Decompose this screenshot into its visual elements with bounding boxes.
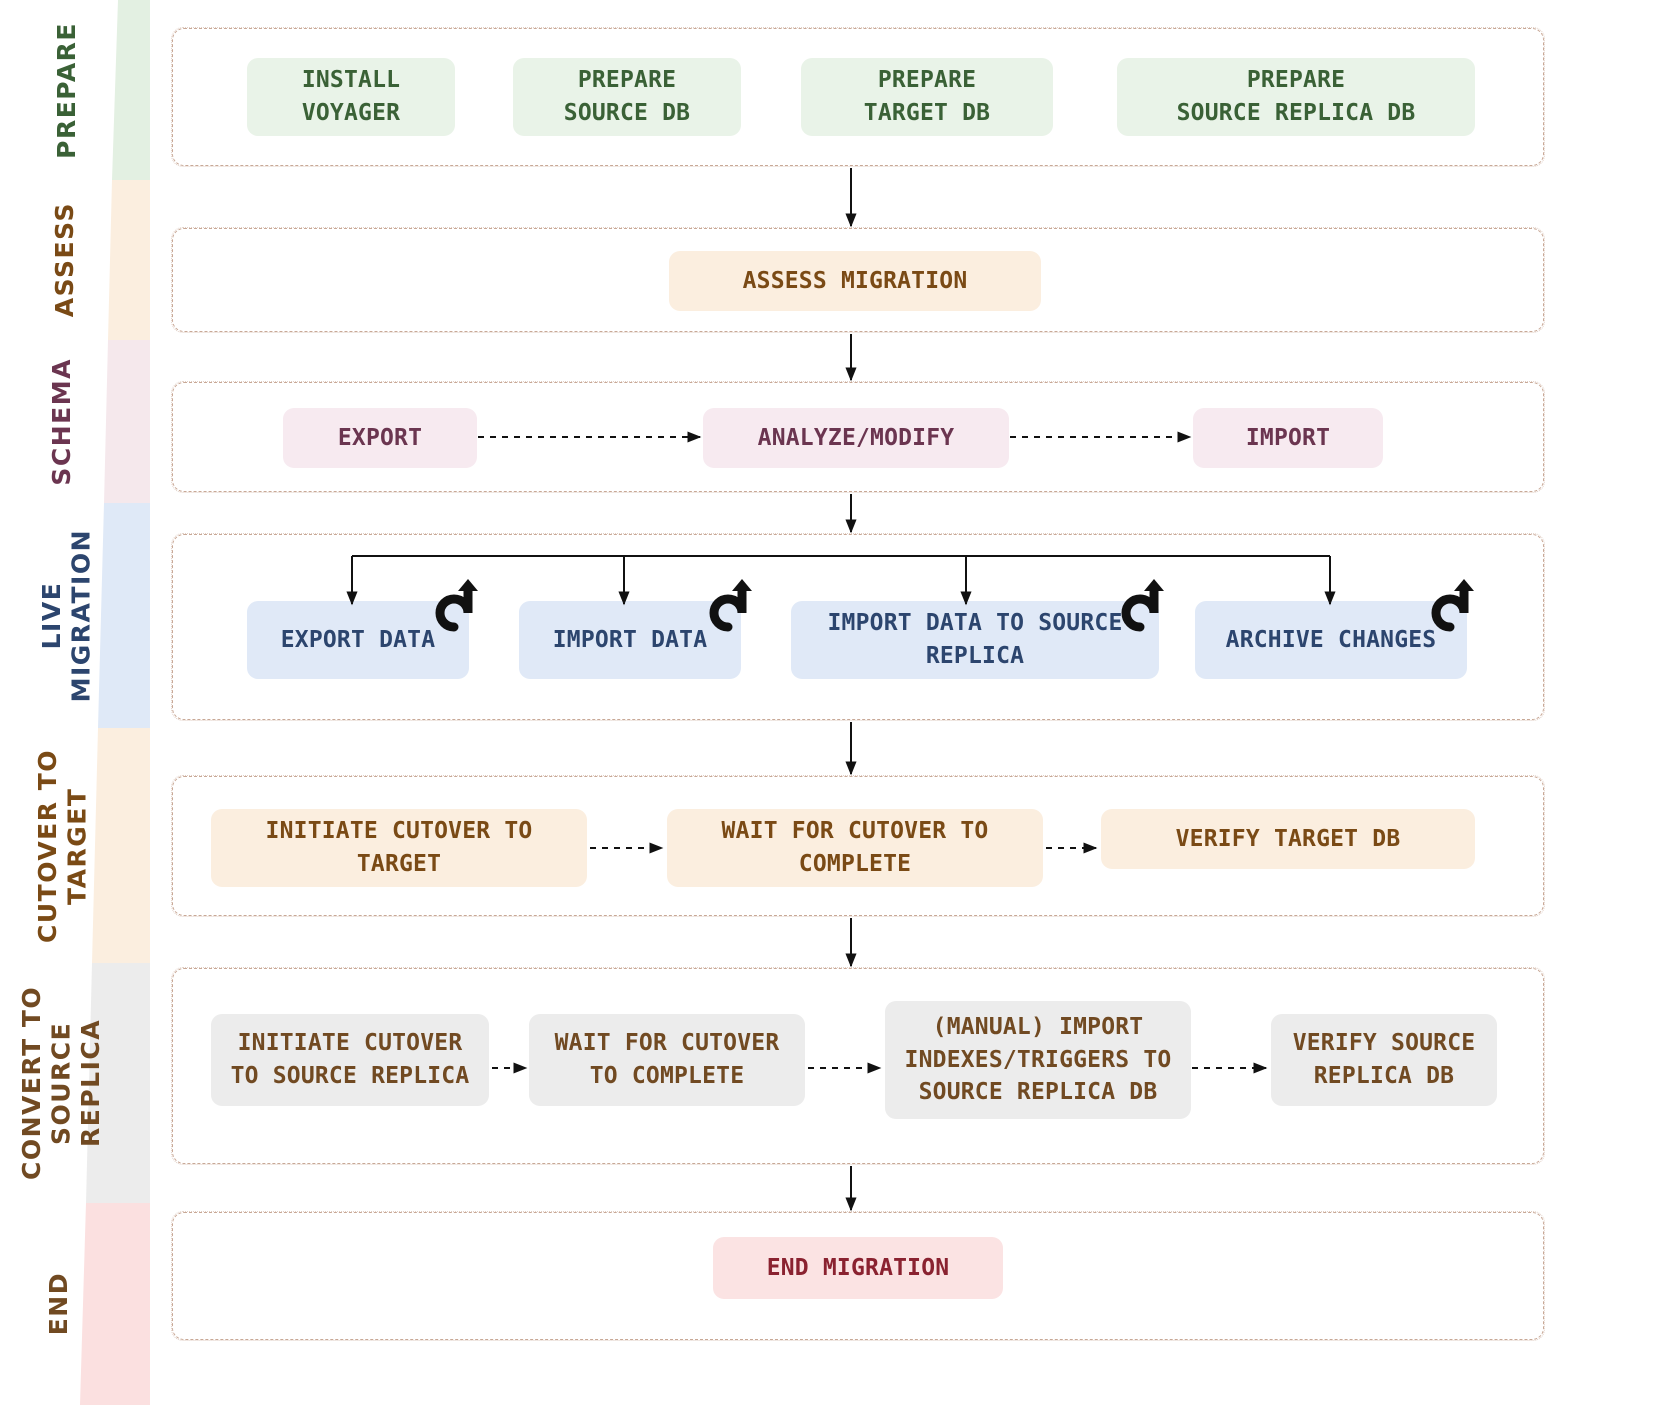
stage-band-cutover-to-target: CUTOVER TO TARGET [0,728,150,963]
node-initiate-cutover-to-source-replica[interactable]: INITIATE CUTOVER TO SOURCE REPLICA [211,1014,489,1106]
stage-band-shape [112,0,150,180]
stage-label-cutover-to-target: CUTOVER TO TARGET [32,748,92,943]
stage-label-convert-to-source-replica: CONVERT TO SOURCE REPLICA [16,985,105,1181]
stage-label-schema: SCHEMA [47,357,77,486]
stage-row-assess: ASSESS MIGRATION [171,227,1545,333]
node-archive-changes[interactable]: ARCHIVE CHANGES [1195,601,1467,679]
node-schema-export[interactable]: EXPORT [283,408,477,468]
node-initiate-cutover-to-target[interactable]: INITIATE CUTOVER TO TARGET [211,809,587,887]
stage-row-end: END MIGRATION [171,1211,1545,1341]
node-prepare-source-db[interactable]: PREPARE SOURCE DB [513,58,741,136]
stage-band-assess: ASSESS [0,180,150,340]
node-wait-for-cutover-to-complete-target[interactable]: WAIT FOR CUTOVER TO COMPLETE [667,809,1043,887]
node-wait-for-cutover-to-complete-replica[interactable]: WAIT FOR CUTOVER TO COMPLETE [529,1014,805,1106]
stage-band-live-migration: LIVE MIGRATION [0,503,150,728]
stage-row-prepare: INSTALL VOYAGER PREPARE SOURCE DB PREPAR… [171,27,1545,167]
node-prepare-source-replica-db[interactable]: PREPARE SOURCE REPLICA DB [1117,58,1475,136]
node-schema-analyze-modify[interactable]: ANALYZE/MODIFY [703,408,1009,468]
stage-band-shape [80,1203,150,1405]
stage-band-shape [108,180,150,340]
stage-row-live-migration: EXPORT DATA IMPORT DATA IMPORT DATA TO S… [171,533,1545,721]
node-end-migration[interactable]: END MIGRATION [713,1237,1003,1299]
node-prepare-target-db[interactable]: PREPARE TARGET DB [801,58,1053,136]
stage-rail: PREPARE ASSESS SCHEMA LIVE MIGRATION CUT [0,0,150,1405]
node-export-data[interactable]: EXPORT DATA [247,601,469,679]
stage-row-convert-to-source-replica: INITIATE CUTOVER TO SOURCE REPLICA WAIT … [171,967,1545,1165]
stage-band-shape [98,503,150,728]
stage-band-shape [86,963,150,1203]
node-import-data[interactable]: IMPORT DATA [519,601,741,679]
stage-label-prepare: PREPARE [52,21,82,159]
node-verify-source-replica-db[interactable]: VERIFY SOURCE REPLICA DB [1271,1014,1497,1106]
node-schema-import[interactable]: IMPORT [1193,408,1383,468]
node-install-voyager[interactable]: INSTALL VOYAGER [247,58,455,136]
node-manual-import-indexes-triggers[interactable]: (MANUAL) IMPORT INDEXES/TRIGGERS TO SOUR… [885,1001,1191,1119]
stage-band-schema: SCHEMA [0,340,150,503]
node-import-data-to-source-replica[interactable]: IMPORT DATA TO SOURCE REPLICA [791,601,1159,679]
node-verify-target-db[interactable]: VERIFY TARGET DB [1101,809,1475,869]
node-assess-migration[interactable]: ASSESS MIGRATION [669,251,1041,311]
stage-row-schema: EXPORT ANALYZE/MODIFY IMPORT [171,381,1545,493]
stage-label-assess: ASSESS [50,202,80,318]
stage-band-prepare: PREPARE [0,0,150,180]
stage-label-live-migration: LIVE MIGRATION [36,528,96,703]
stage-row-cutover-to-target: INITIATE CUTOVER TO TARGET WAIT FOR CUTO… [171,775,1545,917]
stage-band-end: END [0,1203,150,1405]
stage-band-shape [92,728,150,963]
stage-band-convert-to-source-replica: CONVERT TO SOURCE REPLICA [0,963,150,1203]
stage-band-shape [104,340,150,503]
stage-label-end: END [44,1272,74,1336]
